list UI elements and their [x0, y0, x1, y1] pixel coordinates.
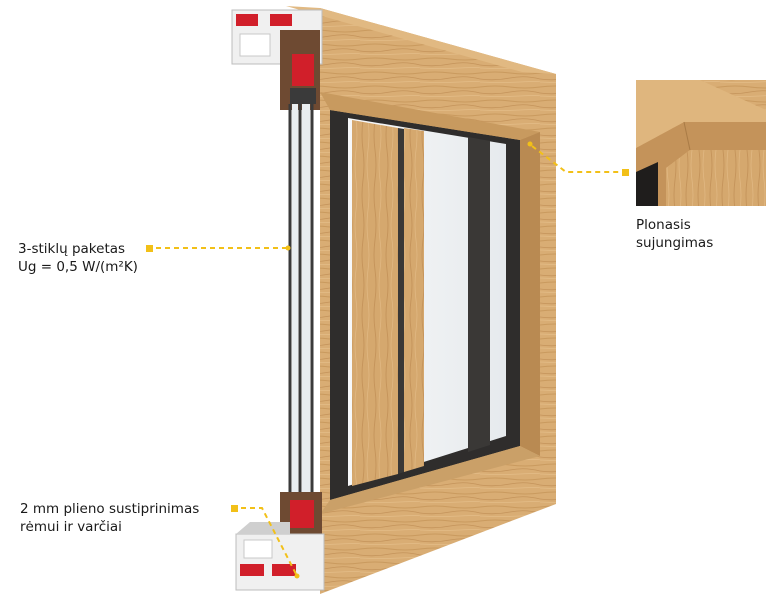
steel-subtitle: rėmui ir varčiai	[20, 519, 122, 535]
frame-inner-bevel-right	[520, 132, 540, 456]
corner-joint-inset	[636, 80, 766, 206]
triple-glass-edges	[288, 104, 314, 498]
sash-dark-bar-2	[398, 128, 404, 474]
callout-joint	[527, 141, 629, 176]
joint-title: Plonasis	[636, 217, 691, 233]
joint-subtitle: sujungimas	[636, 235, 714, 251]
inset-bevel	[636, 122, 766, 206]
callout-joint-label: Plonasis sujungimas	[636, 216, 713, 252]
callout-glass	[146, 245, 291, 252]
profile-section-top	[231, 9, 323, 110]
sash-dark-bar	[468, 137, 490, 452]
glass-title: 3-stiklų paketas	[18, 241, 126, 257]
callout-steel	[231, 505, 300, 579]
glass-value: Ug = 0,5 W/(m²K)	[18, 259, 138, 275]
sash-strip-left	[352, 120, 398, 486]
frame-inner-bevel-top	[320, 92, 540, 140]
wood-frame-top	[286, 6, 556, 74]
callout-steel-label: 2 mm plieno sustiprinimas rėmui ir varči…	[20, 500, 199, 536]
profile-section-bottom	[235, 492, 325, 591]
steel-title: 2 mm plieno sustiprinimas	[20, 501, 200, 517]
callout-glass-label: 3-stiklų paketas Ug = 0,5 W/(m²K)	[18, 240, 138, 276]
sash-strip-mid	[404, 128, 424, 472]
frame-inner-bevel-bottom	[320, 446, 540, 514]
